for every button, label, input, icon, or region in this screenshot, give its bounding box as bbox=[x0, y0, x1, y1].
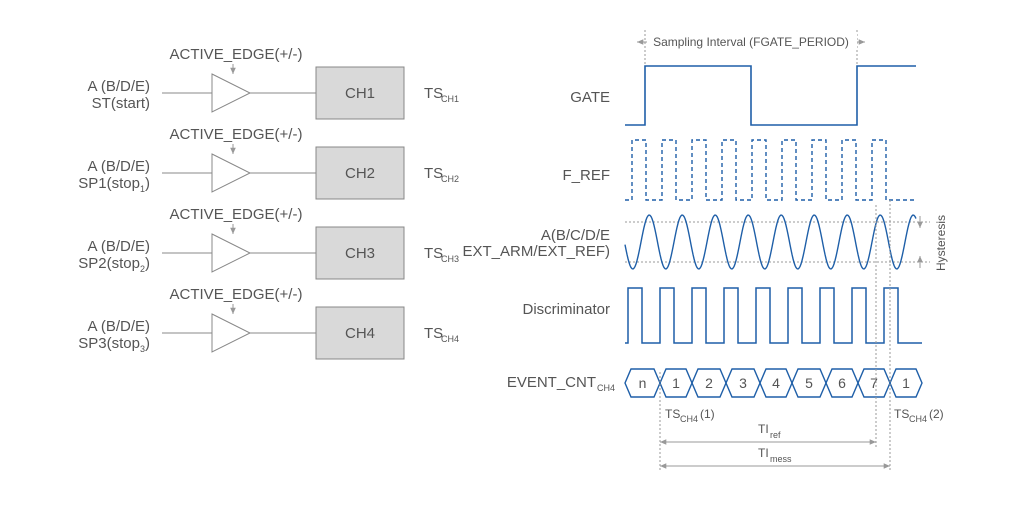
input-sub-label: ST(start) bbox=[92, 95, 150, 112]
fref-label: F_REF bbox=[562, 167, 610, 184]
counter-value: 4 bbox=[772, 375, 780, 391]
channel-box bbox=[315, 226, 405, 280]
ts-ch4-1-label: TS CH4 (1) bbox=[665, 407, 715, 424]
input-label: A (B/D/E) bbox=[87, 158, 150, 175]
counter-value: 2 bbox=[705, 375, 713, 391]
active-edge-label: ACTIVE_EDGE(+/-) bbox=[170, 46, 303, 63]
event-cnt-label: EVENT_CNT bbox=[507, 374, 596, 391]
hysteresis-label: Hysteresis bbox=[934, 215, 948, 271]
active-edge-label: ACTIVE_EDGE(+/-) bbox=[170, 206, 303, 223]
active-edge-label: ACTIVE_EDGE(+/-) bbox=[170, 286, 303, 303]
comparator-icon bbox=[211, 153, 252, 193]
svg-text:TI: TI bbox=[758, 422, 769, 436]
channel-box-label: CH1 bbox=[345, 85, 375, 102]
counter-cell bbox=[889, 368, 923, 398]
svg-text:ref: ref bbox=[770, 430, 781, 440]
timestamp-label: TS bbox=[424, 245, 443, 262]
timestamp-subscript: CH1 bbox=[441, 94, 459, 104]
input-sub-label: SP2(stop2) bbox=[78, 255, 150, 274]
discriminator-label: Discriminator bbox=[522, 301, 610, 318]
svg-text:TS: TS bbox=[894, 407, 909, 421]
timestamp-subscript: CH3 bbox=[441, 254, 459, 264]
svg-text:mess: mess bbox=[770, 454, 792, 464]
timestamp-label: TS bbox=[424, 165, 443, 182]
sampling-interval: Sampling Interval (FGATE_PERIOD) bbox=[637, 30, 865, 68]
timestamp-label: TS bbox=[424, 325, 443, 342]
svg-text:(2): (2) bbox=[929, 407, 944, 421]
svg-text:TI: TI bbox=[758, 446, 769, 460]
counter-value: 3 bbox=[739, 375, 747, 391]
ti-mess-interval: TI mess bbox=[660, 446, 890, 469]
timestamp-label: TS bbox=[424, 85, 443, 102]
timestamp-subscript: CH2 bbox=[441, 174, 459, 184]
counter-value: 1 bbox=[672, 375, 680, 391]
sampling-interval-label: Sampling Interval (FGATE_PERIOD) bbox=[653, 35, 849, 49]
svg-text:CH4: CH4 bbox=[909, 414, 927, 424]
counter-value: 1 bbox=[902, 375, 910, 391]
counter-value: 6 bbox=[838, 375, 846, 391]
counter-value: 7 bbox=[870, 375, 878, 391]
signal-label-line1: A(B/C/D/E bbox=[541, 227, 610, 244]
input-sub-label: SP1(stop1) bbox=[78, 175, 150, 194]
comparator-icon bbox=[211, 73, 252, 113]
gate-label: GATE bbox=[570, 89, 610, 106]
counter-value: n bbox=[639, 375, 647, 391]
channel-box bbox=[315, 146, 405, 200]
comparator-icon bbox=[211, 313, 252, 353]
svg-text:(1): (1) bbox=[700, 407, 715, 421]
gate-signal bbox=[625, 65, 916, 126]
svg-text:CH4: CH4 bbox=[680, 414, 698, 424]
event-counter-bus: n 1 2 3 4 5 6 7 1 bbox=[624, 368, 923, 398]
channel-box bbox=[315, 306, 405, 360]
ts-ch4-2-label: TS CH4 (2) bbox=[894, 407, 944, 424]
event-cnt-subscript: CH4 bbox=[597, 383, 615, 393]
input-sine-signal bbox=[624, 214, 917, 270]
channel-box-label: CH4 bbox=[345, 325, 375, 342]
input-label: A (B/D/E) bbox=[87, 318, 150, 335]
input-label: A (B/D/E) bbox=[87, 78, 150, 95]
comparator-icon bbox=[211, 233, 252, 273]
signal-label-line2: EXT_ARM/EXT_REF) bbox=[462, 243, 610, 260]
fref-signal bbox=[625, 139, 916, 201]
ti-ref-interval: TI ref bbox=[660, 422, 876, 445]
active-edge-label: ACTIVE_EDGE(+/-) bbox=[170, 126, 303, 143]
channel-box-label: CH2 bbox=[345, 165, 375, 182]
channel-box bbox=[315, 66, 405, 120]
discriminator-signal bbox=[625, 287, 922, 344]
channel-box-label: CH3 bbox=[345, 245, 375, 262]
input-sub-label: SP3(stop3) bbox=[78, 335, 150, 354]
timestamp-subscript: CH4 bbox=[441, 334, 459, 344]
counter-value: 5 bbox=[805, 375, 813, 391]
svg-text:TS: TS bbox=[665, 407, 680, 421]
input-label: A (B/D/E) bbox=[87, 238, 150, 255]
hysteresis-marker: Hysteresis bbox=[917, 215, 948, 271]
